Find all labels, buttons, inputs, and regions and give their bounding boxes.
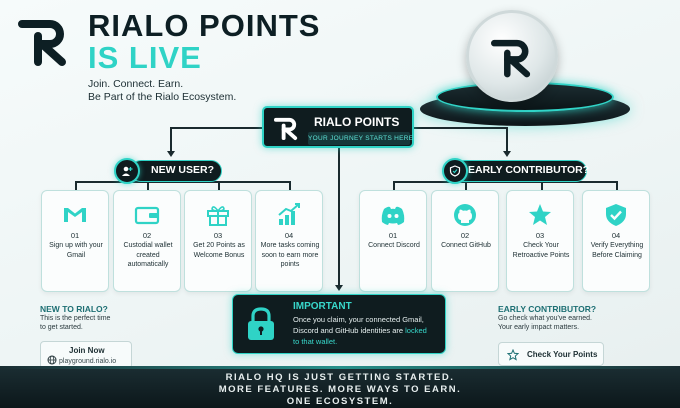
important-notice: IMPORTANT Once you claim, your connected… [232, 294, 446, 354]
step-number: 01 [70, 231, 80, 240]
new-user-step-2: 02 Custodial wallet created automaticall… [113, 190, 181, 292]
chart-icon [278, 203, 300, 225]
shield-check-icon [606, 204, 626, 226]
hub-subtitle: YOUR JOURNEY STARTS HERE [308, 132, 413, 145]
hub-title: RIALO POINTS [314, 115, 400, 129]
tagline: Join. Connect. Earn. [88, 78, 184, 90]
check-your-points-label: Check Your Points [527, 350, 598, 359]
connector-line [289, 181, 291, 190]
check-your-points-button[interactable]: Check Your Points [498, 342, 604, 366]
step-text: Connect GitHub [441, 242, 491, 249]
connector-line [465, 181, 467, 190]
important-text-part: Discord and GitHub identities are [293, 326, 406, 335]
rialo-logo-icon [18, 20, 66, 66]
join-now-label: Join Now [69, 346, 105, 355]
connector-line [338, 148, 340, 286]
join-now-url: playground.rialo.io [59, 358, 117, 365]
step-text: More tasks coming soon to earn more poin… [260, 242, 320, 268]
connector-line [75, 181, 77, 190]
star-icon [529, 204, 551, 225]
footer-line: MORE FEATURES. MORE WAYS TO EARN. [218, 384, 462, 395]
footer-glow [0, 366, 680, 369]
new-user-heading-label: NEW USER? [151, 164, 214, 176]
globe-icon [47, 355, 57, 365]
arrow-down-icon [167, 151, 175, 157]
step-number: 03 [213, 231, 223, 240]
connector-line [414, 127, 506, 129]
early-contributor-step-2: 02 Connect GitHub [431, 190, 499, 292]
new-user-step-4: 04 More tasks coming soon to earn more p… [255, 190, 323, 292]
gift-icon [207, 206, 229, 226]
gmail-icon [64, 208, 86, 222]
arrow-down-icon [335, 285, 343, 291]
github-icon [454, 204, 476, 226]
rialo-logo-icon [491, 39, 531, 78]
new-to-rialo-text: to get started. [40, 324, 83, 331]
join-now-button[interactable]: Join Now playground.rialo.io [40, 341, 132, 369]
step-number: 02 [460, 231, 470, 240]
connector-line [170, 127, 262, 129]
lock-icon [248, 307, 274, 340]
step-number: 04 [284, 231, 294, 240]
new-user-heading: NEW USER? [130, 160, 222, 182]
important-highlight: locked [405, 326, 427, 335]
footer-banner: RIALO HQ IS JUST GETTING STARTED. MORE F… [0, 366, 680, 408]
step-number: 02 [142, 231, 152, 240]
rialo-coin [466, 10, 558, 102]
new-user-step-1: 01 Sign up with your Gmail [41, 190, 109, 292]
new-to-rialo-title: NEW TO RIALO? [40, 304, 108, 314]
page-title-highlight: IS LIVE [88, 40, 202, 75]
tagline-sub: Be Part of the Rialo Ecosystem. [88, 91, 237, 103]
early-contributor-note-text: Your early impact matters. [498, 324, 580, 331]
important-title: IMPORTANT [293, 301, 352, 312]
step-text: Sign up with your Gmail [49, 242, 103, 259]
new-to-rialo-text: This is the perfect time [40, 315, 111, 322]
connector-line [218, 181, 220, 190]
discord-icon [381, 206, 405, 225]
new-user-step-3: 03 Get 20 Points as Welcome Bonus [184, 190, 252, 292]
early-contributor-step-1: 01 Connect Discord [359, 190, 427, 292]
connector-line [393, 181, 395, 190]
step-text: Custodial wallet created automatically [123, 242, 173, 268]
connector-line [506, 127, 508, 153]
connector-line [616, 181, 618, 190]
star-outline-icon [507, 349, 519, 361]
connector-line [170, 127, 172, 153]
step-number: 04 [611, 231, 621, 240]
wallet-icon [134, 206, 160, 225]
step-text: Connect Discord [368, 242, 420, 249]
step-text: Check Your Retroactive Points [512, 242, 570, 259]
important-text: Once you claim, your connected Gmail, [293, 315, 424, 324]
arrow-down-icon [503, 151, 511, 157]
early-contributor-step-4: 04 Verify Everything Before Claiming [582, 190, 650, 292]
shield-icon [442, 158, 468, 184]
early-contributor-note-title: EARLY CONTRIBUTOR? [498, 304, 597, 314]
step-number: 01 [388, 231, 398, 240]
footer-line: ONE ECOSYSTEM. [286, 396, 394, 407]
early-contributor-note-text: Go check what you've earned. [498, 315, 592, 322]
important-text-highlight: to that wallet. [293, 337, 338, 346]
rialo-points-hub: RIALO POINTS YOUR JOURNEY STARTS HERE [262, 106, 414, 148]
connector-line [147, 181, 149, 190]
connector-line [541, 181, 543, 190]
early-contributor-heading-label: EARLY CONTRIBUTOR? [468, 164, 590, 176]
page-title: RIALO POINTS [88, 8, 321, 43]
step-number: 03 [535, 231, 545, 240]
early-contributor-heading: EARLY CONTRIBUTOR? [453, 160, 590, 182]
footer-line: RIALO HQ IS JUST GETTING STARTED. [225, 372, 455, 383]
early-contributor-step-3: 03 Check Your Retroactive Points [506, 190, 574, 292]
add-user-icon [114, 158, 140, 184]
rialo-logo-icon [274, 117, 298, 141]
important-text: Discord and GitHub identities are locked [293, 326, 427, 335]
step-text: Verify Everything Before Claiming [590, 242, 644, 259]
step-text: Get 20 Points as Welcome Bonus [193, 242, 245, 259]
